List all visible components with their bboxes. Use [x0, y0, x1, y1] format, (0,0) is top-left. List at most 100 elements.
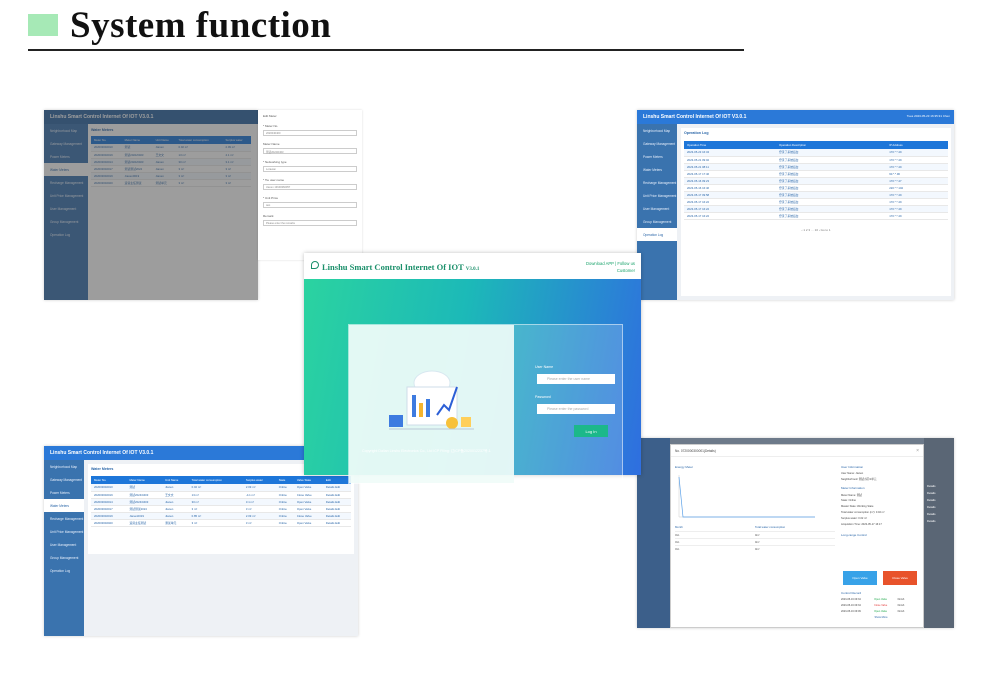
sidebar-item[interactable]: Neighborhood Map: [50, 465, 78, 469]
pagination[interactable]: ‹ 1 2 3 … 10 › Go to 1: [801, 227, 831, 232]
sidebar-item[interactable]: Group Management: [643, 220, 672, 224]
sidebar-item[interactable]: Gateway Management: [50, 142, 83, 146]
table-cell[interactable]: Details Edit: [322, 512, 351, 520]
title-accent-block: [28, 14, 58, 36]
table-cell: 运营主任测试: [121, 179, 153, 187]
field-input[interactable]: 测试2024/0403: [263, 148, 357, 154]
sidebar-item[interactable]: Neighborhood Map: [50, 129, 78, 133]
sidebar-item[interactable]: Gateway Management: [643, 142, 676, 146]
details-link[interactable]: Details: [927, 484, 936, 488]
login-button[interactable]: Log In: [574, 425, 608, 437]
field-input[interactable]: 2020040400: [263, 130, 357, 136]
sidebar-item[interactable]: User Management: [50, 207, 77, 211]
details-link[interactable]: Details: [927, 498, 936, 502]
sidebar-item[interactable]: Gateway Management: [50, 478, 83, 482]
follow-us-link[interactable]: Follow us: [617, 261, 635, 266]
table-cell: 4.1 m³: [222, 151, 251, 159]
column-header: Meter Name: [121, 136, 153, 144]
show-more-link[interactable]: Show More: [874, 616, 888, 619]
sidebar-item[interactable]: Unit Price Management: [643, 194, 677, 198]
field-input[interactable]: Lorawan: [263, 166, 357, 172]
close-icon[interactable]: ×: [916, 448, 919, 454]
sidebar-item[interactable]: Power Meters: [50, 491, 70, 495]
column-header: Operation Time: [684, 141, 776, 149]
table-cell: 202003040014: [91, 158, 122, 166]
table-cell[interactable]: Details Edit: [322, 519, 351, 527]
table-cell: 测试单元: [152, 179, 176, 187]
table-cell: 202003040019: [91, 491, 127, 499]
table-row: Oct.0m³: [675, 545, 835, 552]
table-cell: 登录了系统后台: [776, 191, 887, 199]
sidebar-item[interactable]: Group Management: [50, 556, 79, 560]
table-cell: Online: [275, 498, 294, 506]
password-input[interactable]: Please enter the password: [537, 404, 615, 414]
customer-link[interactable]: Customer: [616, 268, 635, 273]
table-cell[interactable]: Details Edit: [322, 498, 351, 506]
table-cell: 测试2024/0403: [121, 151, 153, 159]
download-app-link[interactable]: Download APP: [586, 261, 614, 266]
analytics-illustration: [389, 370, 474, 430]
sidebar-item[interactable]: Recharge Management: [643, 181, 677, 185]
info-row: Surplus water: 0.02 m³: [841, 517, 868, 520]
table-cell[interactable]: Details Edit: [322, 505, 351, 513]
sidebar-item[interactable]: Operation Log: [50, 569, 71, 573]
info-row: User Name: Jianen: [841, 472, 864, 475]
table-cell: 2023-05-17 16:22: [684, 212, 776, 220]
password-label: Password: [535, 395, 551, 399]
table-cell[interactable]: Details Edit: [322, 491, 351, 499]
table-cell: 2023-05-21 08:11: [684, 163, 776, 171]
table-cell: 2.09 m³: [242, 484, 276, 492]
table-cell: Jianen: [152, 158, 176, 166]
sidebar-item[interactable]: Operation Log: [637, 228, 677, 241]
sidebar-item[interactable]: Unit Price Management: [50, 194, 84, 198]
sidebar-item[interactable]: User Management: [50, 543, 77, 547]
table-cell: 3 m³: [175, 179, 223, 187]
sidebar-item[interactable]: User Management: [643, 207, 670, 211]
details-link[interactable]: Details: [927, 519, 936, 523]
sidebar-item[interactable]: Unit Price Management: [50, 530, 84, 534]
info-row: Master State: Working State: [841, 505, 874, 508]
details-link[interactable]: Details: [927, 491, 936, 495]
sidebar-item[interactable]: Operation Log: [50, 233, 71, 237]
screenshot-login: Linshu Smart Control Internet Of IOT V3.…: [304, 253, 641, 484]
sidebar-item[interactable]: Power Meters: [50, 155, 70, 159]
table-cell: 170.*.*.49: [886, 205, 948, 213]
table-cell: 202003040010: [91, 144, 122, 152]
table-cell: 170.*.*.49: [886, 156, 948, 164]
column-header: Unit Name: [152, 136, 176, 144]
field-input[interactable]: Jianen 13649360057: [263, 184, 357, 190]
top-bar: Linshu Smart Control Internet Of IOT V3.…: [637, 110, 954, 124]
details-link[interactable]: Details: [927, 505, 936, 509]
sidebar-item[interactable]: Water Meters: [643, 168, 663, 172]
sidebar-item[interactable]: Group Management: [50, 220, 79, 224]
sidebar-item[interactable]: Neighborhood Map: [643, 129, 671, 133]
sidebar-item[interactable]: Water Meters: [44, 499, 84, 512]
sidebar-item[interactable]: Recharge Management: [50, 517, 84, 521]
sidebar-item[interactable]: Power Meters: [643, 155, 663, 159]
table-cell: Online: [275, 491, 294, 499]
close-valve-button[interactable]: Close Valve: [883, 571, 917, 585]
sidebar-item[interactable]: Recharge Management: [50, 181, 84, 185]
details-link[interactable]: Details: [927, 512, 936, 516]
user-name-input[interactable]: Please enter the user name: [537, 374, 615, 384]
sidebar-item[interactable]: Water Meters: [44, 163, 88, 176]
table-cell: 2023-05-16 16:46: [684, 184, 776, 192]
table-cell: 2023-05-17 16:22: [684, 198, 776, 206]
column-header: Surplus water: [242, 476, 276, 484]
user-info-title: User Information: [841, 465, 864, 469]
field-input[interactable]: test: [263, 202, 357, 208]
open-valve-button[interactable]: Open Valve: [843, 571, 877, 585]
illustration-panel: [349, 325, 514, 483]
field-input[interactable]: Please enter the remarks: [263, 220, 357, 226]
info-row: Acquisition Time: 2023-05-17 16:17: [841, 523, 882, 526]
table-cell[interactable]: Details Edit: [322, 484, 351, 492]
